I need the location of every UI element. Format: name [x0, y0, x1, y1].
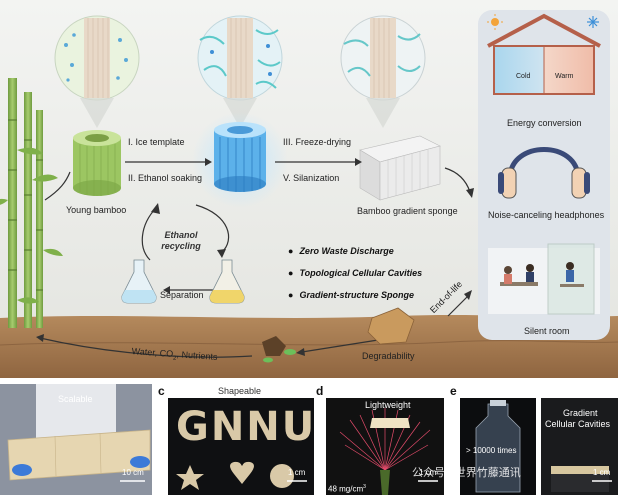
snowflake-icon: [587, 16, 599, 28]
microstructure-bubble-ice: [197, 15, 283, 128]
freeze-drying-label: III. Freeze-drying: [283, 137, 352, 147]
scale-1cm-c: 1 cm: [288, 468, 306, 477]
degradability-label: Degradability: [362, 351, 415, 361]
soil-layer: [0, 315, 618, 378]
silent-room-label: Silent room: [524, 326, 570, 336]
gradient-label-line1: Gradient: [563, 408, 598, 418]
degradable-piece: [262, 307, 415, 363]
highlight-zero-waste: ●Zero Waste Discharge: [288, 246, 394, 256]
young-bamboo-cylinder: [73, 130, 121, 196]
ethanol-soaking-label: II. Ethanol soaking: [128, 173, 203, 183]
ethanol-recycling-label: Ethanol recycling: [161, 230, 201, 251]
arrow-heads: [36, 158, 474, 356]
scale-1cm-d: 1 cm: [419, 468, 437, 477]
times-label: > 10000 times: [466, 446, 517, 455]
flower-stamens: [339, 408, 431, 471]
headphones-illustration: [498, 147, 590, 199]
scalable-title: Scalable: [58, 394, 93, 404]
panel-e-label: e: [450, 384, 457, 398]
watermark: 公众号 · 世界竹藤通讯: [412, 467, 521, 479]
shapeable-title: Shapeable: [218, 386, 262, 396]
process-arrows: [39, 161, 471, 358]
ice-template-cylinder: [192, 112, 288, 208]
bamboo-stalks: [0, 78, 63, 328]
gradient-label-line2: Cellular Cavities: [545, 419, 611, 429]
scale-1cm-e: 1 cm: [593, 468, 611, 477]
panel-d-label: d: [316, 384, 324, 398]
silent-room-illustration: [488, 243, 600, 315]
gradient-sponge-label: Bamboo gradient sponge: [357, 206, 458, 216]
cold-label: Cold: [516, 73, 531, 80]
gradient-sponge-block: [359, 135, 441, 201]
microstructure-bubble-sponge: [340, 15, 426, 128]
flask-right: [209, 259, 245, 304]
ice-template-label: I. Ice template: [128, 137, 185, 147]
energy-conversion-label: Energy conversion: [507, 118, 582, 128]
house-illustration: [487, 13, 601, 95]
flask-left: [121, 259, 157, 304]
highlight-cellular-cavities: ●Topological Cellular Cavities: [288, 268, 423, 278]
highlight-gradient-sponge: ●Gradient-structure Sponge: [288, 290, 414, 300]
headphones-label: Noise-canceling headphones: [488, 210, 605, 220]
gnnu-letters: GNNU: [176, 404, 317, 450]
sun-icon: [487, 14, 503, 30]
density-label: 48 mg/cm3: [328, 484, 366, 494]
panel-c-label: c: [158, 384, 165, 398]
warm-label: Warm: [555, 73, 574, 80]
young-bamboo-label: Young bamboo: [66, 205, 127, 215]
lightweight-title: Lightweight: [365, 400, 411, 410]
silanization-label: V. Silanization: [283, 173, 340, 183]
separation-label: Separation: [160, 290, 204, 300]
microstructure-bubble-bamboo: [54, 15, 140, 128]
scale-10cm: 10 cm: [122, 468, 144, 477]
